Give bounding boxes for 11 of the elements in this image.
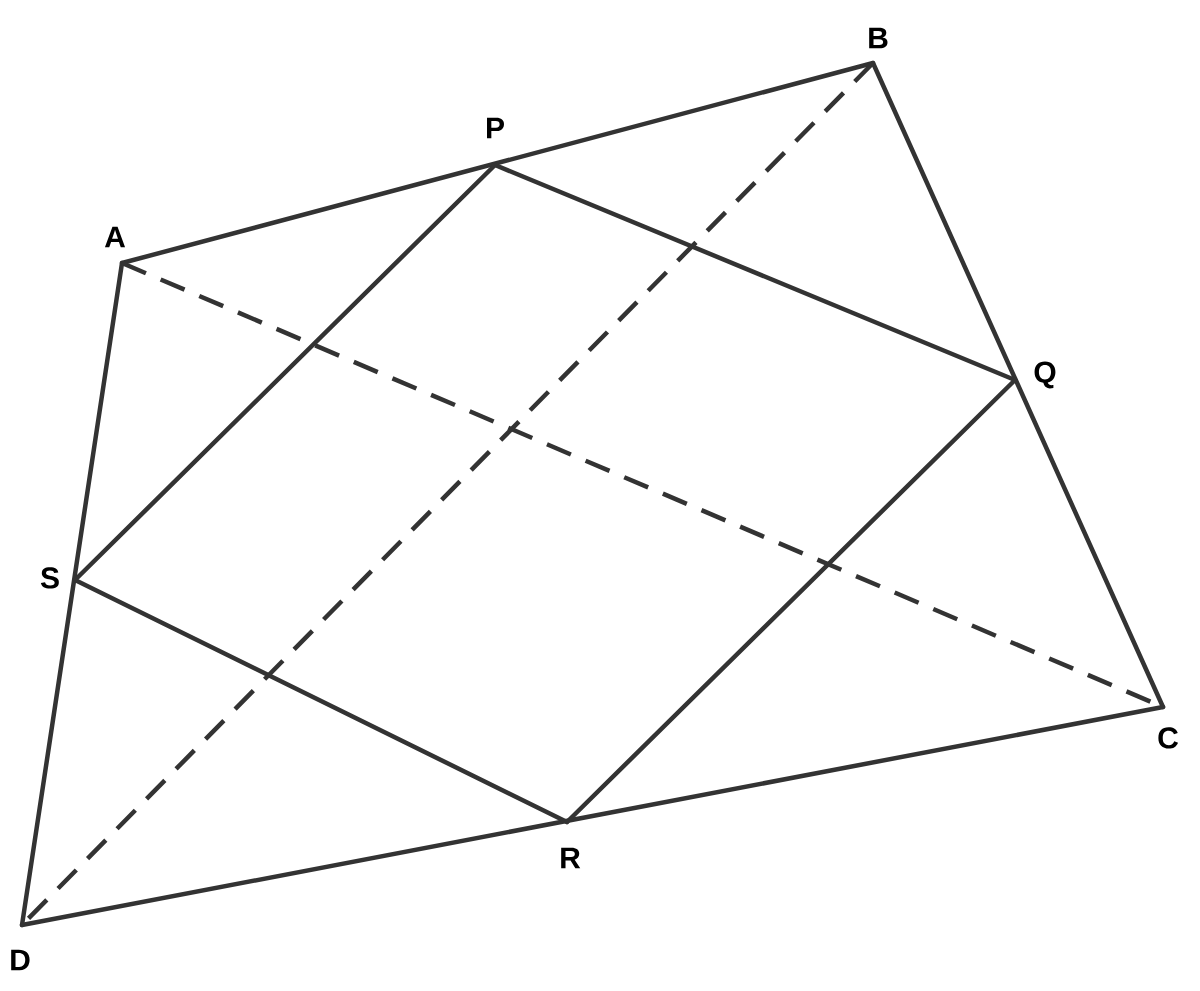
line-segment [19, 260, 125, 928]
point-label: R [561, 847, 581, 869]
line-segment [72, 162, 498, 583]
point-label: Q [1034, 361, 1056, 389]
point-label: C [1158, 727, 1178, 749]
line-segment [564, 377, 1018, 825]
point-label: D [11, 949, 30, 971]
point-label: P [487, 117, 504, 139]
point-label: A [104, 226, 126, 248]
point-label: B [869, 27, 888, 49]
point-label: S [40, 567, 59, 589]
